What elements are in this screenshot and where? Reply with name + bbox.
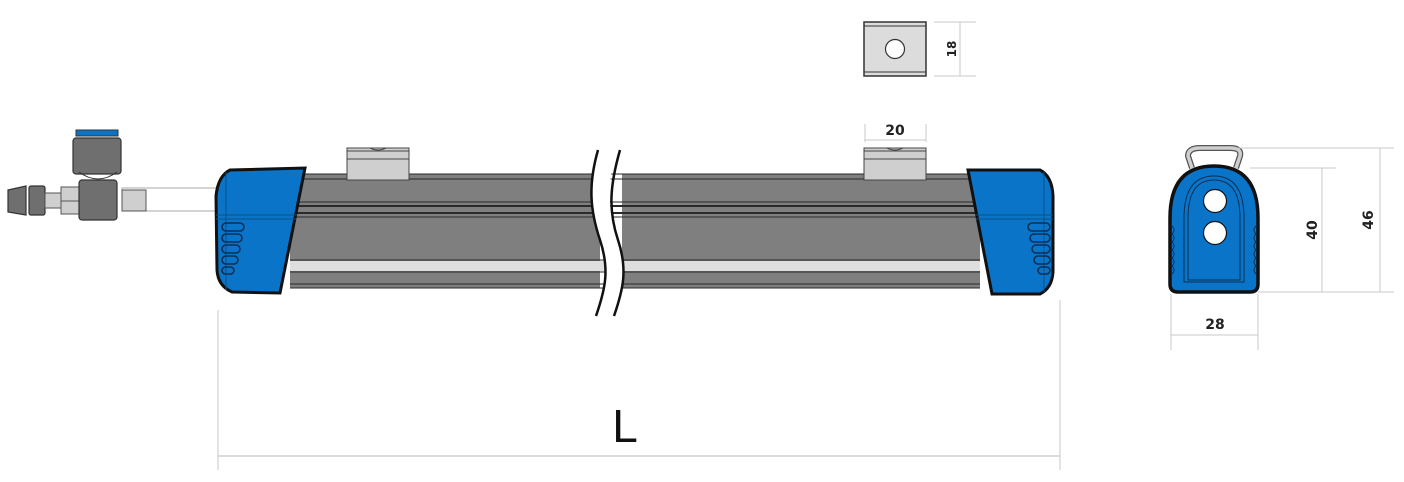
mounting-bracket-left	[346, 147, 410, 181]
bracket-height-dimension: 18	[934, 21, 976, 77]
profile-height-total-label: 46	[1361, 210, 1377, 229]
profile-width-label: 28	[1205, 317, 1224, 333]
bracket-top-view	[863, 21, 927, 77]
mounting-bracket-right	[863, 147, 927, 181]
end-profile-view	[1168, 145, 1260, 294]
bracket-width-dimension: 20	[864, 123, 927, 142]
bracket-width-label: 20	[885, 123, 905, 139]
profile-height-dimensions: 40 46	[1238, 147, 1394, 293]
length-break-symbol	[590, 149, 625, 317]
profile-width-dimension: 28	[1170, 294, 1259, 350]
bracket-height-label: 18	[945, 41, 959, 58]
left-end-cap	[214, 166, 307, 295]
push-fit-elbow-connector	[7, 129, 219, 221]
length-label: L	[612, 400, 638, 452]
right-end-cap	[966, 168, 1055, 296]
profile-height-body-label: 40	[1305, 220, 1321, 240]
aluminium-profile	[290, 173, 980, 289]
overall-length-dimension: L	[217, 300, 1061, 470]
